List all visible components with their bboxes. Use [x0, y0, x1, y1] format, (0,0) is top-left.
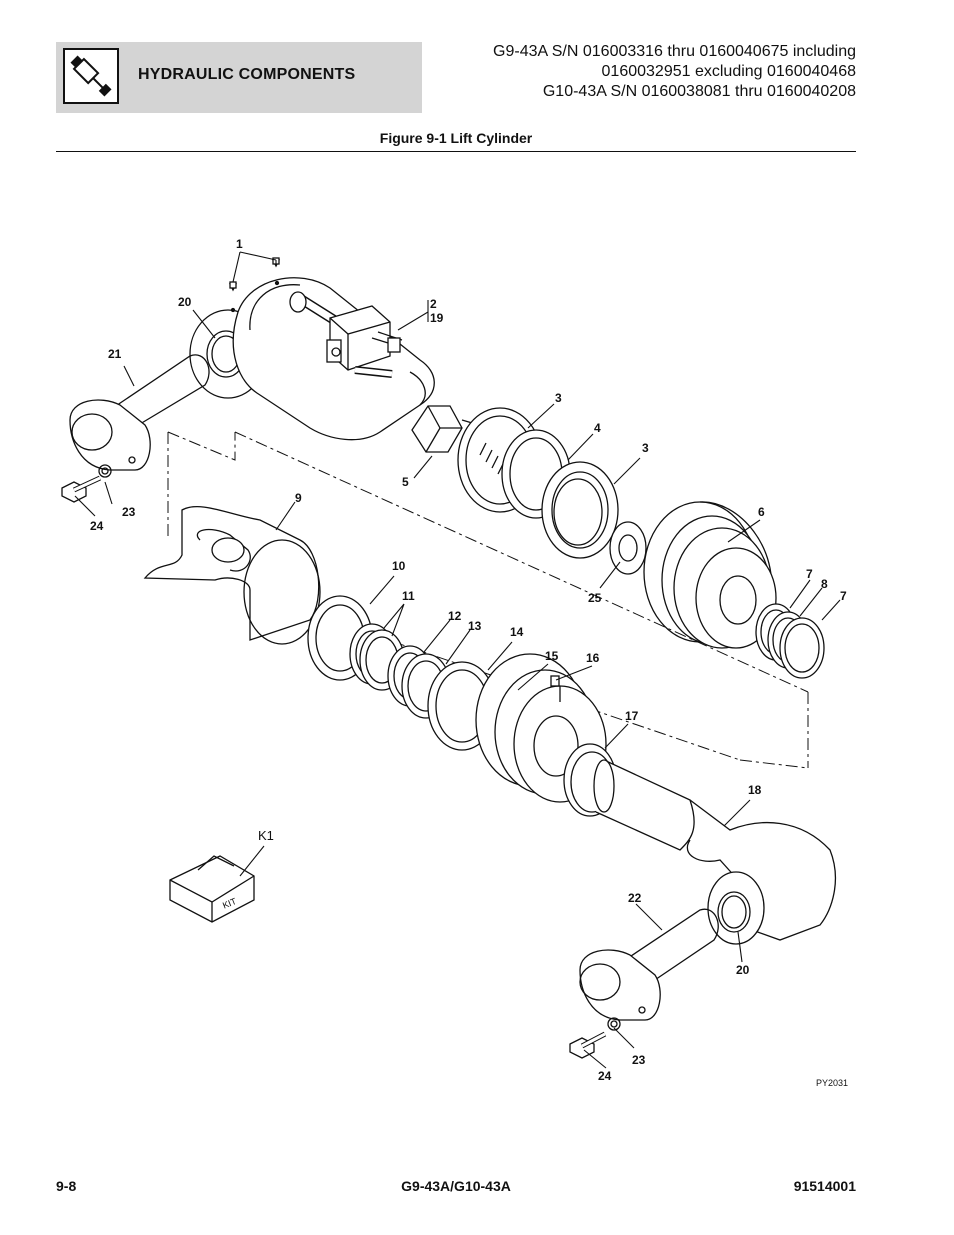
callout: 9: [295, 491, 302, 505]
callout: 18: [748, 783, 762, 797]
callout: 16: [586, 651, 600, 665]
hydraulic-cylinder-icon: [63, 48, 119, 104]
callout: 23: [122, 505, 136, 519]
piston-seal-set: [457, 407, 647, 575]
serial-line: G10-43A S/N 0160038081 thru 0160040208: [542, 83, 856, 100]
section-header-box: HYDRAULIC COMPONENTS: [56, 42, 422, 113]
header-divider: [56, 151, 856, 152]
callout: 8: [821, 577, 828, 591]
pivot-pin-upper: [61, 354, 210, 503]
section-title: HYDRAULIC COMPONENTS: [138, 66, 356, 83]
callout: 2: [430, 297, 437, 311]
callout: 14: [510, 625, 524, 639]
pivot-pin-lower: [569, 908, 719, 1059]
callout: 20: [178, 295, 192, 309]
callout: 25: [588, 591, 602, 605]
callout: 23: [632, 1053, 646, 1067]
page-number: 9-8: [56, 1178, 77, 1194]
callout: 1: [236, 237, 243, 251]
drawing-id: PY2031: [816, 1078, 848, 1088]
callout: 19: [430, 311, 444, 325]
callout: 22: [628, 891, 642, 905]
serial-line: G9-43A S/N 016003316 thru 0160040675 inc…: [493, 43, 856, 60]
callout: 20: [736, 963, 750, 977]
serial-line: 0160032951 excluding 0160040468: [601, 63, 856, 80]
callout: 3: [555, 391, 562, 405]
callout: 13: [468, 619, 482, 633]
callout: 5: [402, 475, 409, 489]
cylinder-barrel: [189, 257, 435, 441]
callout: 17: [625, 709, 639, 723]
serial-range: G9-43A S/N 016003316 thru 0160040675 inc…: [493, 42, 856, 102]
callout: 6: [758, 505, 765, 519]
piston-rod: [563, 743, 837, 945]
model-name: G9-43A/G10-43A: [401, 1178, 511, 1194]
callout-leaders: [74, 251, 841, 1069]
figure-title: Figure 9-1 Lift Cylinder: [379, 130, 533, 146]
cylinder-tube: [143, 506, 321, 645]
callout: 3: [642, 441, 649, 455]
callout: 11: [402, 589, 415, 603]
callout: 21: [108, 347, 122, 361]
callout: 24: [90, 519, 104, 533]
callout: 4: [594, 421, 601, 435]
callout: 24: [598, 1069, 612, 1083]
kit-callout: K1: [258, 828, 274, 843]
callout: 7: [840, 589, 847, 603]
piston: [643, 501, 825, 679]
callout: 12: [448, 609, 462, 623]
callout: 15: [545, 649, 559, 663]
callout: 7: [806, 567, 813, 581]
callout: 10: [392, 559, 406, 573]
document-number: 91514001: [793, 1178, 856, 1194]
seal-kit-box-icon: [169, 855, 255, 923]
